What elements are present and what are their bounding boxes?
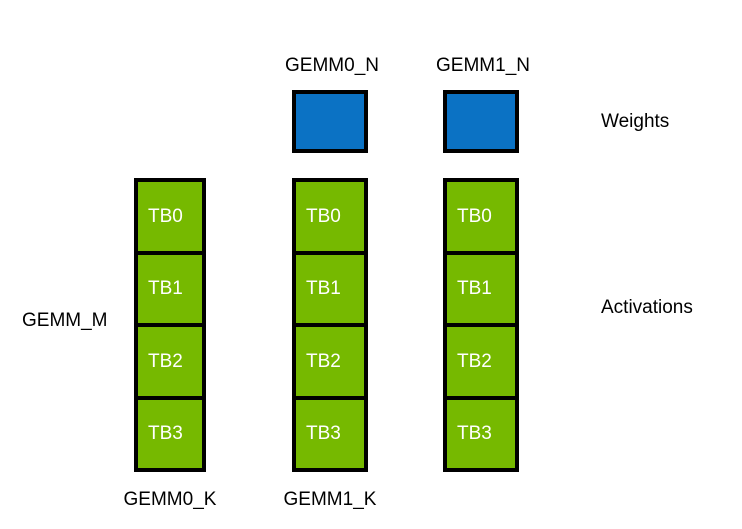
gemm1-k-label: GEMM1_K — [283, 489, 377, 510]
gemm0-k-label: GEMM0_K — [123, 489, 217, 510]
activation-cell: TB0 — [296, 182, 364, 255]
gemm-m-activation-column: TB0 TB1 TB2 TB3 — [134, 178, 206, 472]
activation-cell-label: TB2 — [457, 350, 492, 372]
gemm1-activation-column: TB0 TB1 TB2 TB3 — [443, 178, 519, 472]
activation-cell-label: TB3 — [306, 423, 341, 445]
activation-cell: TB1 — [447, 254, 515, 327]
activation-cell: TB2 — [296, 327, 364, 400]
gemm1-weights-block — [443, 90, 519, 153]
activation-cell-label: TB0 — [457, 205, 492, 227]
activation-cell: TB3 — [296, 399, 364, 468]
gemm0-activation-column: TB0 TB1 TB2 TB3 — [292, 178, 368, 472]
activation-cell-label: TB2 — [148, 350, 183, 372]
activation-cell: TB3 — [138, 399, 202, 468]
activation-cell: TB3 — [447, 399, 515, 468]
weights-row-label: Weights — [601, 111, 670, 132]
gemm0-n-label-line1: GEMM0_N — [285, 55, 379, 76]
activation-cell-label: TB1 — [457, 278, 492, 300]
activation-cell-label: TB0 — [306, 205, 341, 227]
activation-cell-label: TB1 — [148, 278, 183, 300]
activation-cell: TB1 — [296, 254, 364, 327]
activation-cell-label: TB3 — [148, 423, 183, 445]
gemm-m-label: GEMM_M — [22, 310, 108, 331]
activation-cell: TB0 — [138, 182, 202, 255]
activation-cell: TB0 — [447, 182, 515, 255]
activations-row-label: Activations — [601, 297, 693, 318]
activation-cell: TB2 — [138, 327, 202, 400]
activation-cell: TB2 — [447, 327, 515, 400]
activation-cell: TB1 — [138, 254, 202, 327]
gemm0-weights-block — [292, 90, 368, 153]
gemm1-n-label-line1: GEMM1_N — [436, 55, 530, 76]
activation-cell-label: TB3 — [457, 423, 492, 445]
activation-cell-label: TB2 — [306, 350, 341, 372]
activation-cell-label: TB1 — [306, 278, 341, 300]
activation-cell-label: TB0 — [148, 205, 183, 227]
